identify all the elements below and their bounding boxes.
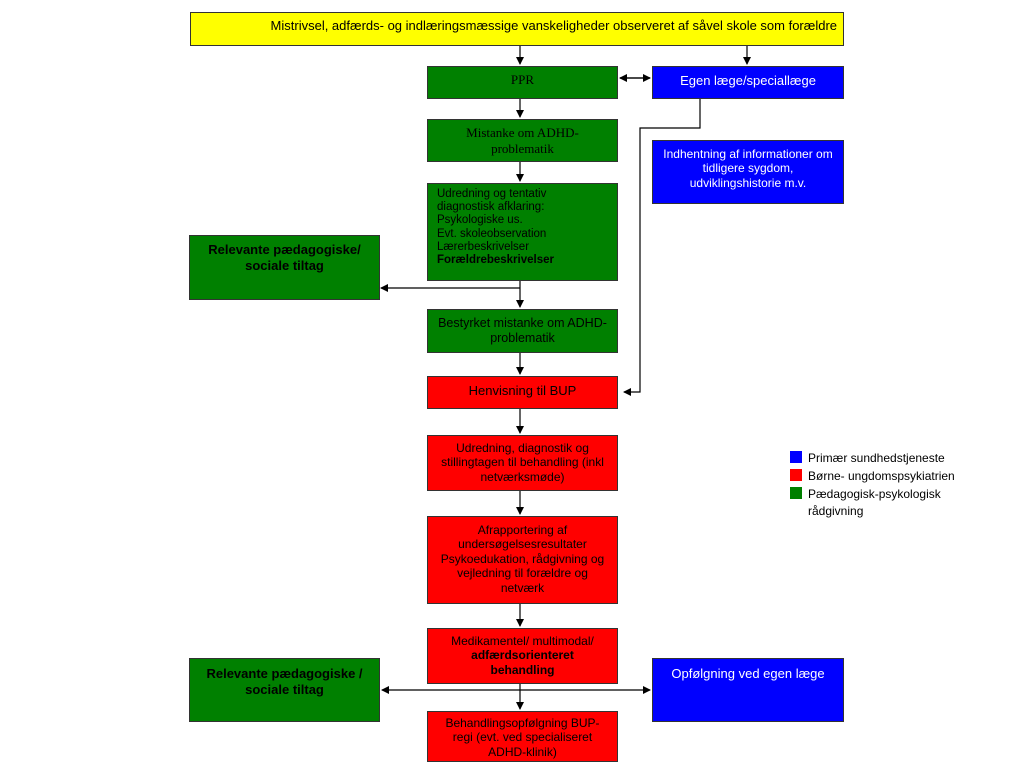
box-henvisning: Henvisning til BUP (427, 376, 618, 409)
legend-swatch-blue (790, 451, 802, 463)
arrow-egen-laege-to-henvisning (623, 99, 701, 396)
box-udredning-tentativ: Udredning og tentativ diagnostisk afklar… (427, 183, 618, 281)
legend-swatch-red (790, 469, 802, 482)
box-behandlingsopfoelgning: Behandlingsopfølgning BUP-regi (evt. ved… (427, 711, 618, 762)
legend-item: Børne- ungdomspsykiatrien (790, 468, 988, 484)
legend-swatch-green (790, 487, 802, 500)
box-relevante-bottom: Relevante pædagogiske / sociale tiltag (189, 658, 380, 722)
box-udredning-diagnostik: Udredning, diagnostik og stillingtagen t… (427, 435, 618, 491)
box-afrapportering: Afrapportering af undersøgelsesresultate… (427, 516, 618, 604)
legend: Primær sundhedstjeneste Børne- ungdomsps… (790, 450, 988, 521)
box-indhentning: Indhentning af informationer om tidliger… (652, 140, 844, 204)
box-bestyrket: Bestyrket mistanke om ADHD-problematik (427, 309, 618, 353)
legend-item: Pædagogisk-psykologisk rådgivning (790, 486, 988, 518)
legend-item: Primær sundhedstjeneste (790, 450, 988, 466)
box-mistanke: Mistanke om ADHD-problematik (427, 119, 618, 162)
box-relevante-top: Relevante pædagogiske/ sociale tiltag (189, 235, 380, 300)
box-ppr: PPR (427, 66, 618, 99)
box-egen-laege: Egen læge/speciallæge (652, 66, 844, 99)
box-medikamentel: Medikamentel/ multimodal/ adfærdsoriente… (427, 628, 618, 684)
box-observation: Mistrivsel, adfærds- og indlæringsmæssig… (190, 12, 844, 46)
box-opfoelgning: Opfølgning ved egen læge (652, 658, 844, 722)
